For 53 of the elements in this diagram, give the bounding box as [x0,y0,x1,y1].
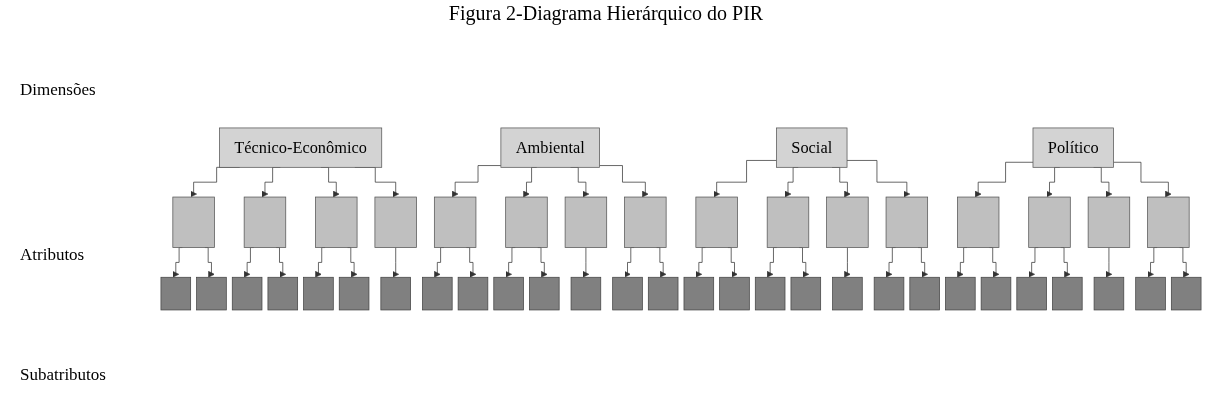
node-box [719,276,750,311]
node-box [380,276,411,311]
node-box [564,196,608,248]
node-box [315,196,358,248]
node-box [885,196,928,248]
node-box [1135,276,1166,311]
node-box [754,276,786,311]
node-box [624,196,667,248]
node-box [873,276,905,311]
node-box [957,196,1000,248]
node-box [172,196,215,248]
node-box [1093,276,1125,311]
node-box [422,276,453,311]
node-box [612,276,643,311]
node-box [647,276,679,311]
node-box [766,196,810,248]
node-box [434,196,477,248]
node-box [457,276,489,311]
node-box [832,276,863,311]
node-box [1016,276,1047,311]
level-label: Dimensões [20,80,96,100]
node-box [1028,196,1071,248]
node-box [219,127,383,168]
node-box [243,196,287,248]
node-box [338,276,370,311]
node-box [570,276,602,311]
node-box [231,276,263,311]
node-box [303,276,334,311]
node-box [505,196,548,248]
node-box [1032,127,1114,168]
hierarchy-diagram: Técnico-Econômico Ambiental Social Político [155,122,1207,316]
node-box [695,196,738,248]
node-box [776,127,848,168]
node-box [826,196,869,248]
node-box [529,276,560,311]
level-label: Atributos [20,245,85,265]
diagram-title: Figura 2-Diagrama Hierárquico do PIR [447,2,765,25]
node-box [196,276,227,311]
node-box [1052,276,1083,311]
node-box [267,276,298,311]
node-box [500,127,600,168]
node-box [909,276,940,311]
node-box [1147,196,1190,248]
node-box [980,276,1012,311]
node-box [1087,196,1131,248]
node-box [1170,276,1202,311]
level-label: Subatributos [20,365,106,385]
node-box [945,276,976,311]
node-box [493,276,524,311]
node-box [160,276,192,311]
node-box [374,196,417,248]
node-box [683,276,715,311]
node-box [790,276,822,311]
